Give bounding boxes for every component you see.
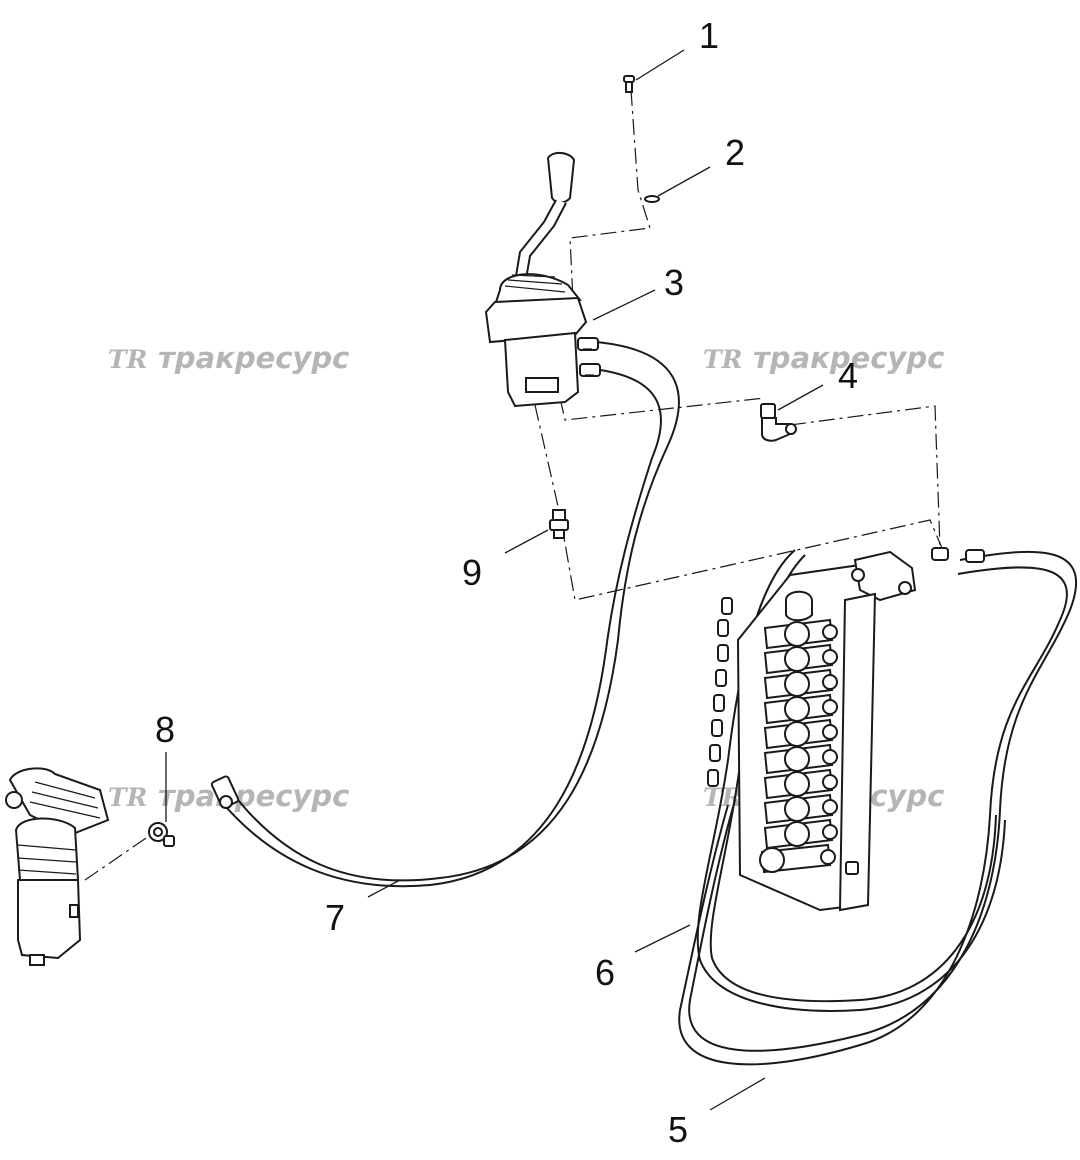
hose-end-fitting [210, 775, 240, 809]
watermark-text: тракресурс [158, 341, 349, 375]
hydraulic-valve-block [707, 547, 985, 912]
washer-part-2 [644, 195, 660, 203]
watermark-text: тракресурс [158, 779, 349, 813]
callout-5: 5 [668, 1109, 688, 1150]
callout-7: 7 [325, 897, 345, 938]
foot-pedal-unit [5, 767, 110, 966]
leader-lines [165, 49, 824, 1111]
callout-labels: 1 2 3 4 5 6 7 8 9 [155, 15, 858, 1150]
callout-3: 3 [664, 262, 684, 303]
elbow-fitting-part-4 [760, 403, 797, 442]
callout-2: 2 [725, 132, 745, 173]
spool-row [759, 618, 838, 874]
hose-pair-part-7 [219, 341, 680, 888]
callout-4: 4 [838, 355, 858, 396]
watermark-1: TR тракресурс [108, 341, 349, 375]
callout-1: 1 [699, 15, 719, 56]
watermark-logo: TR [108, 783, 147, 812]
fitting-part-8 [148, 822, 175, 847]
adapter-part-9 [549, 509, 569, 539]
watermark-logo: TR [108, 345, 147, 374]
callout-8: 8 [155, 709, 175, 750]
screw-part-1 [623, 75, 635, 93]
watermark-2: TR тракресурс [703, 341, 944, 375]
callout-6: 6 [595, 952, 615, 993]
callout-9: 9 [462, 552, 482, 593]
hose-pair-part-5 [678, 550, 1077, 1066]
watermark-text: тракресурс [753, 341, 944, 375]
watermark-3: TR тракресурс [108, 779, 349, 813]
joystick-control-unit-part-3 [484, 152, 601, 408]
watermark-logo: TR [703, 345, 742, 374]
